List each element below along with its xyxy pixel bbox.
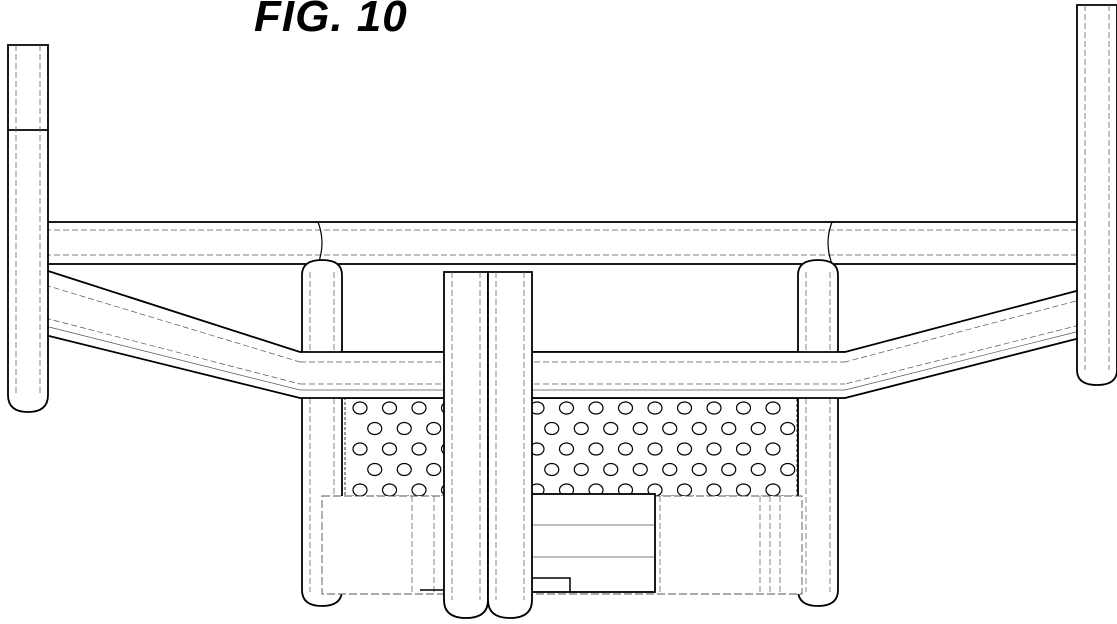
perforation-hole xyxy=(676,483,693,497)
perforation-hole xyxy=(603,462,619,477)
perforation-hole xyxy=(765,401,781,415)
perforation-hole xyxy=(544,462,560,477)
perforation-hole xyxy=(706,483,722,497)
perforation-hole xyxy=(647,442,663,456)
perforation-hole xyxy=(426,462,442,477)
perforation-hole xyxy=(544,421,560,436)
perforation-hole xyxy=(617,401,634,415)
perforation-hole xyxy=(676,401,693,415)
perforation-hole xyxy=(396,421,412,436)
perforation-hole xyxy=(411,442,427,456)
perforation-hole xyxy=(632,462,648,477)
perforation-hole xyxy=(381,483,398,497)
perforation-hole xyxy=(352,483,368,497)
center-right-tube xyxy=(487,271,533,619)
perforation-hole xyxy=(721,421,737,436)
top-rail xyxy=(44,221,1086,265)
perforation-hole xyxy=(603,421,619,436)
perforation-hole xyxy=(735,401,752,415)
perforation-hole xyxy=(617,442,634,456)
perforation-hole xyxy=(750,462,766,477)
perforation-hole xyxy=(426,421,442,436)
perforation-hole xyxy=(381,442,398,456)
perforation-hole xyxy=(706,401,722,415)
perforation-hole xyxy=(573,421,589,436)
perforation-hole xyxy=(558,401,575,415)
perforated-panel xyxy=(344,395,798,497)
perforation-hole xyxy=(765,483,781,497)
perforation-hole xyxy=(662,462,678,477)
center-block xyxy=(529,493,656,593)
right-upright-post xyxy=(1076,4,1117,386)
right-inner-tube xyxy=(797,259,839,607)
perforation-hole xyxy=(735,442,752,456)
perforation-hole xyxy=(588,401,604,415)
perforation-hole xyxy=(588,442,604,456)
center-left-tube xyxy=(443,271,489,619)
perforation-hole xyxy=(691,462,707,477)
perforation-hole xyxy=(352,401,368,415)
perforation-hole xyxy=(367,462,383,477)
perforation-hole xyxy=(411,483,427,497)
perforation-hole xyxy=(411,401,427,415)
perforation-hole xyxy=(765,442,781,456)
perforation-hole xyxy=(676,442,693,456)
perforation-hole xyxy=(381,401,398,415)
perforation-hole xyxy=(721,462,737,477)
figure-label: FIG. 10 xyxy=(254,0,408,41)
perforation-hole xyxy=(780,421,796,436)
perforation-hole xyxy=(352,442,368,456)
perforation-hole xyxy=(396,462,412,477)
front-end-pipe-overlap xyxy=(300,351,845,399)
perforation-hole xyxy=(691,421,707,436)
perforation-hole xyxy=(750,421,766,436)
left-upright-post xyxy=(7,44,49,413)
perforation-hole xyxy=(632,421,648,436)
perforation-hole xyxy=(780,462,796,477)
perforation-hole xyxy=(573,462,589,477)
perforation-hole xyxy=(706,442,722,456)
perforation-hole xyxy=(647,401,663,415)
perforation-hole xyxy=(735,483,752,497)
perforation-hole xyxy=(558,442,575,456)
perforation-hole xyxy=(662,421,678,436)
perforation-hole xyxy=(367,421,383,436)
